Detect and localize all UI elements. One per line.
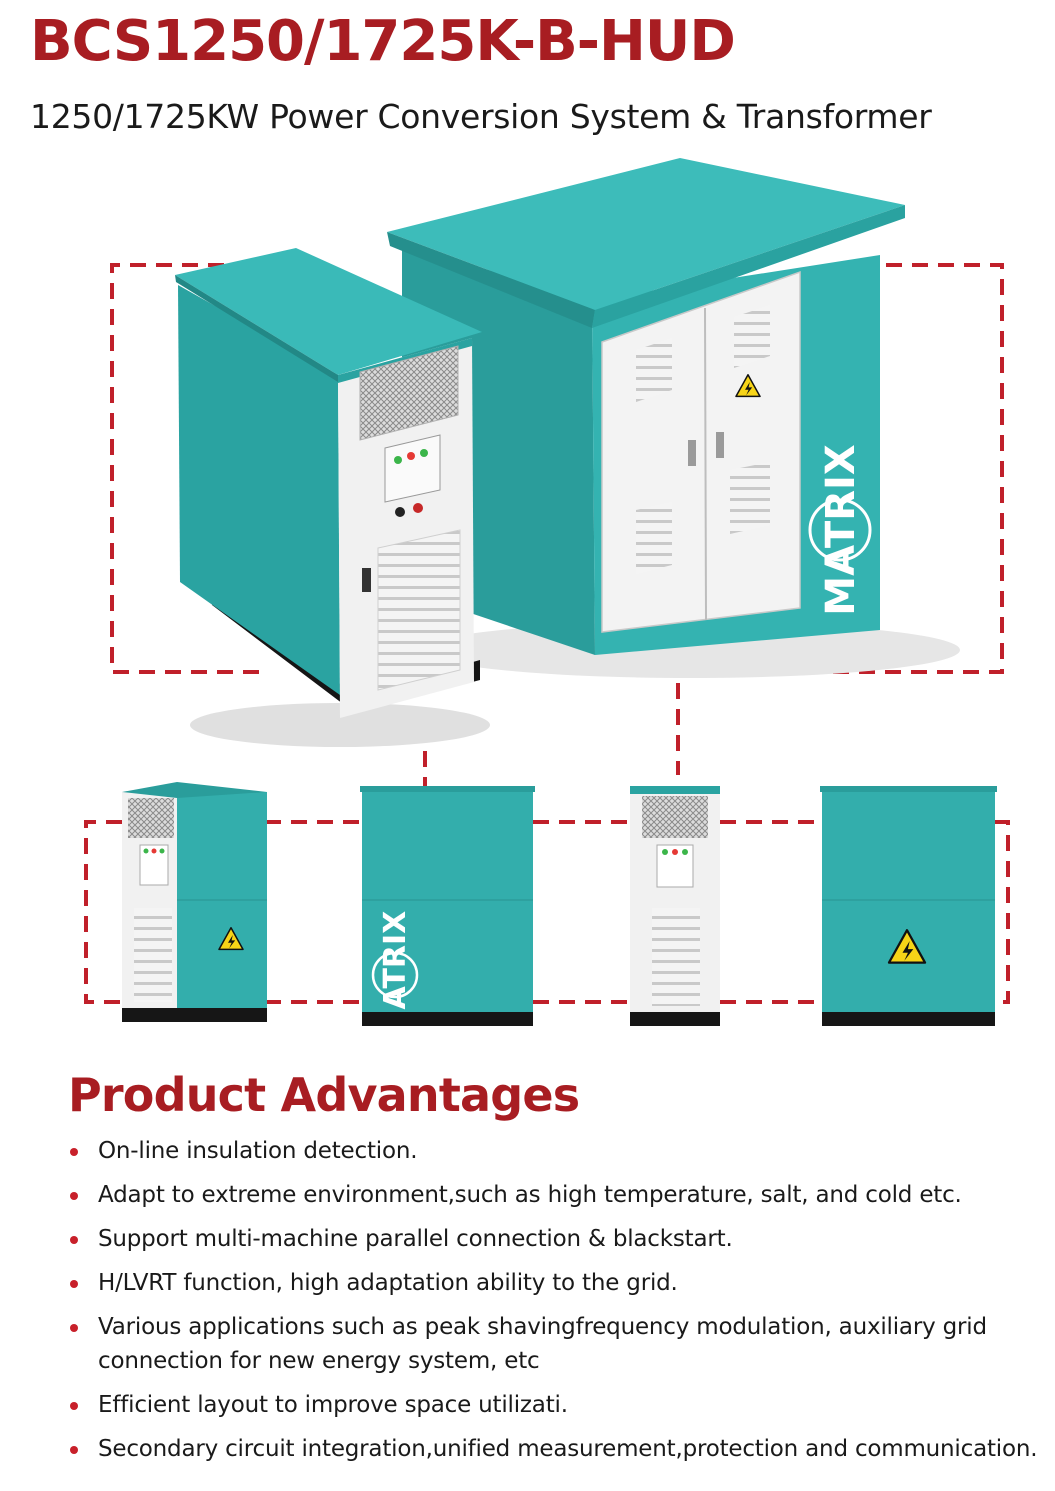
advantage-item: Efficient layout to improve space utiliz… <box>68 1388 1043 1422</box>
advantage-item: Various applications such as peak shavin… <box>68 1310 1043 1378</box>
advantages-list: On-line insulation detection. Adapt to e… <box>68 1134 1043 1476</box>
advantages-title: Product Advantages <box>68 1068 580 1122</box>
transformer-view-side: MATRIX <box>360 786 535 1039</box>
pcs-cabinet <box>175 248 490 747</box>
transformer-view-front <box>820 786 997 1026</box>
transformer-enclosure: MATRIX <box>387 158 960 678</box>
advantage-item: Secondary circuit integration,unified me… <box>68 1432 1043 1466</box>
matrix-logo-icon: MATRIX <box>808 444 872 616</box>
advantage-item: Adapt to extreme environment,such as hig… <box>68 1178 1043 1212</box>
advantage-item: On-line insulation detection. <box>68 1134 1043 1168</box>
advantage-item: Support multi-machine parallel connectio… <box>68 1222 1043 1256</box>
pcs-view-angled <box>122 782 267 1022</box>
logo-text: MATRIX <box>818 444 864 616</box>
product-subtitle: 1250/1725KW Power Conversion System & Tr… <box>30 97 932 136</box>
product-title: BCS1250/1725K-B-HUD <box>30 9 736 74</box>
connector-lines <box>84 263 1010 1004</box>
advantage-item: H/LVRT function, high adaptation ability… <box>68 1266 1043 1300</box>
product-illustration: MATRIX <box>84 158 1010 1039</box>
pcs-view-front <box>630 786 720 1026</box>
